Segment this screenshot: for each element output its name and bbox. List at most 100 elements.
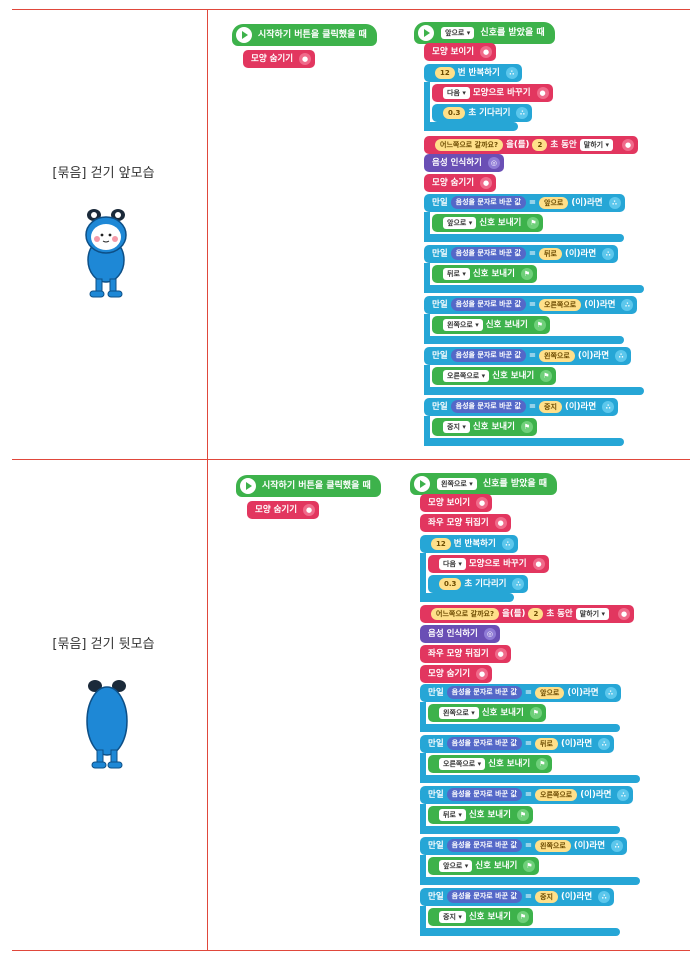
speech-text-reporter[interactable]: 음성을 문자로 바꾼 값 [450, 400, 526, 413]
looks-icon: ● [622, 139, 635, 151]
table-top-border [12, 9, 690, 10]
speech-text-reporter[interactable]: 음성을 문자로 바꾼 값 [450, 247, 526, 260]
next-costume-block-2[interactable]: 다음 ▾모양으로 바꾸기● [428, 555, 549, 573]
send-signal-block[interactable]: 뒤로 ▾신호 보내기⚑ [432, 265, 537, 283]
hide-block-3[interactable]: 모양 숨기기● [420, 665, 493, 683]
signal-dropdown[interactable]: 앞으로 ▾ [443, 216, 477, 229]
hide-block-row2[interactable]: 모양 숨기기● [247, 501, 320, 519]
signal-dropdown[interactable]: 중지 ▾ [439, 910, 466, 923]
compare-value[interactable]: 앞으로 [539, 196, 569, 209]
speech-text-reporter[interactable]: 음성을 문자로 바꾼 값 [446, 788, 522, 801]
flip-block-2[interactable]: 좌우 모양 뒤집기● [420, 645, 511, 663]
costume-dropdown[interactable]: 다음 ▾ [439, 557, 466, 570]
speech-recognize-block-2[interactable]: 음성 인식하기◎ [420, 625, 500, 643]
compare-value[interactable]: 중지 [535, 890, 558, 903]
speech-text-reporter[interactable]: 음성을 문자로 바꾼 값 [446, 890, 522, 903]
looks-icon: ● [494, 517, 507, 529]
flag-icon: ⚑ [523, 860, 536, 872]
speech-text-reporter[interactable]: 음성을 문자로 바꾼 값 [446, 839, 522, 852]
signal-dropdown[interactable]: 중지 ▾ [443, 420, 470, 433]
character-back-sprite [86, 680, 128, 769]
send-signal-block[interactable]: 중지 ▾신호 보내기⚑ [428, 908, 533, 926]
speech-text-reporter[interactable]: 음성을 문자로 바꾼 값 [450, 298, 526, 311]
character-front-sprite [85, 209, 127, 298]
signal-dropdown[interactable]: 뒤로 ▾ [439, 808, 466, 821]
send-signal-block[interactable]: 뒤로 ▾신호 보내기⚑ [428, 806, 533, 824]
signal-dropdown[interactable]: 왼쪽으로 ▾ [443, 318, 483, 331]
signal-dropdown[interactable]: 오른쪽으로 ▾ [439, 757, 486, 770]
ask-mode-dropdown[interactable]: 말하기 ▾ [579, 138, 614, 151]
row2-label: [묶음] 걷기 뒷모습 [52, 637, 155, 652]
show-block[interactable]: 모양 보이기● [424, 43, 497, 61]
if-arm [424, 263, 430, 285]
flow-icon: ∴ [505, 67, 518, 79]
ask-mode-dropdown[interactable]: 말하기 ▾ [575, 607, 610, 620]
speech-recognize-block[interactable]: 음성 인식하기◎ [424, 154, 504, 172]
flag-icon: ⚑ [516, 911, 529, 923]
compare-value[interactable]: 중지 [539, 400, 562, 413]
hide-block-2[interactable]: 모양 숨기기● [424, 174, 497, 192]
start-hat-label: 시작하기 버튼을 클릭했을 때 [258, 30, 367, 40]
signal-dropdown[interactable]: 왼쪽으로 ▾ [437, 477, 477, 490]
flow-icon: ∴ [602, 401, 615, 413]
flag-icon: ⚑ [516, 809, 529, 821]
compare-value[interactable]: 왼쪽으로 [535, 839, 571, 852]
send-signal-block[interactable]: 왼쪽으로 ▾신호 보내기⚑ [432, 316, 550, 334]
ai-icon: ◎ [487, 157, 500, 169]
show-block-2[interactable]: 모양 보이기● [420, 494, 493, 512]
compare-value[interactable]: 뒤로 [535, 737, 558, 750]
speech-text-reporter[interactable]: 음성을 문자로 바꾼 값 [446, 686, 522, 699]
send-signal-block[interactable]: 앞으로 ▾신호 보내기⚑ [428, 857, 540, 875]
flip-block[interactable]: 좌우 모양 뒤집기● [420, 514, 511, 532]
signal-hat-block-2[interactable]: 왼쪽으로 ▾ 신호를 받았을 때 [410, 473, 558, 495]
signal-icon [414, 476, 430, 492]
start-hat-block[interactable]: 시작하기 버튼을 클릭했을 때 [232, 24, 377, 46]
costume-dropdown[interactable]: 다음 ▾ [443, 86, 470, 99]
looks-icon: ● [299, 53, 312, 65]
compare-value[interactable]: 오른쪽으로 [535, 788, 578, 801]
flag-icon: ⚑ [520, 268, 533, 280]
signal-dropdown[interactable]: 오른쪽으로 ▾ [443, 369, 490, 382]
signal-dropdown[interactable]: 앞으로 ▾ [439, 859, 473, 872]
compare-value[interactable]: 앞으로 [535, 686, 565, 699]
compare-value[interactable]: 왼쪽으로 [539, 349, 575, 362]
send-signal-block[interactable]: 앞으로 ▾신호 보내기⚑ [432, 214, 544, 232]
speech-text-reporter[interactable]: 음성을 문자로 바꾼 값 [450, 349, 526, 362]
compare-value[interactable]: 뒤로 [539, 247, 562, 260]
send-signal-block[interactable]: 왼쪽으로 ▾신호 보내기⚑ [428, 704, 546, 722]
start-hat-block-2[interactable]: 시작하기 버튼을 클릭했을 때 [236, 475, 381, 497]
compare-value[interactable]: 오른쪽으로 [539, 298, 582, 311]
signal-dropdown[interactable]: 앞으로 ▾ [441, 26, 475, 39]
send-signal-block[interactable]: 중지 ▾신호 보내기⚑ [432, 418, 537, 436]
speech-text-reporter[interactable]: 음성을 문자로 바꾼 값 [450, 196, 526, 209]
signal-dropdown[interactable]: 뒤로 ▾ [443, 267, 470, 280]
hide-block[interactable]: 모양 숨기기● [243, 50, 316, 68]
speech-text-reporter[interactable]: 음성을 문자로 바꾼 값 [446, 737, 522, 750]
next-costume-block[interactable]: 다음 ▾모양으로 바꾸기● [432, 84, 553, 102]
looks-icon: ● [618, 608, 631, 620]
send-signal-block[interactable]: 오른쪽으로 ▾신호 보내기⚑ [432, 367, 557, 385]
if-end [420, 724, 620, 732]
ai-icon: ◎ [483, 628, 496, 640]
signal-hat-block[interactable]: 앞으로 ▾ 신호를 받았을 때 [414, 22, 555, 44]
if-end [424, 336, 624, 344]
send-signal-block[interactable]: 오른쪽으로 ▾신호 보내기⚑ [428, 755, 553, 773]
if-arm [420, 702, 426, 724]
signal-dropdown[interactable]: 왼쪽으로 ▾ [439, 706, 479, 719]
